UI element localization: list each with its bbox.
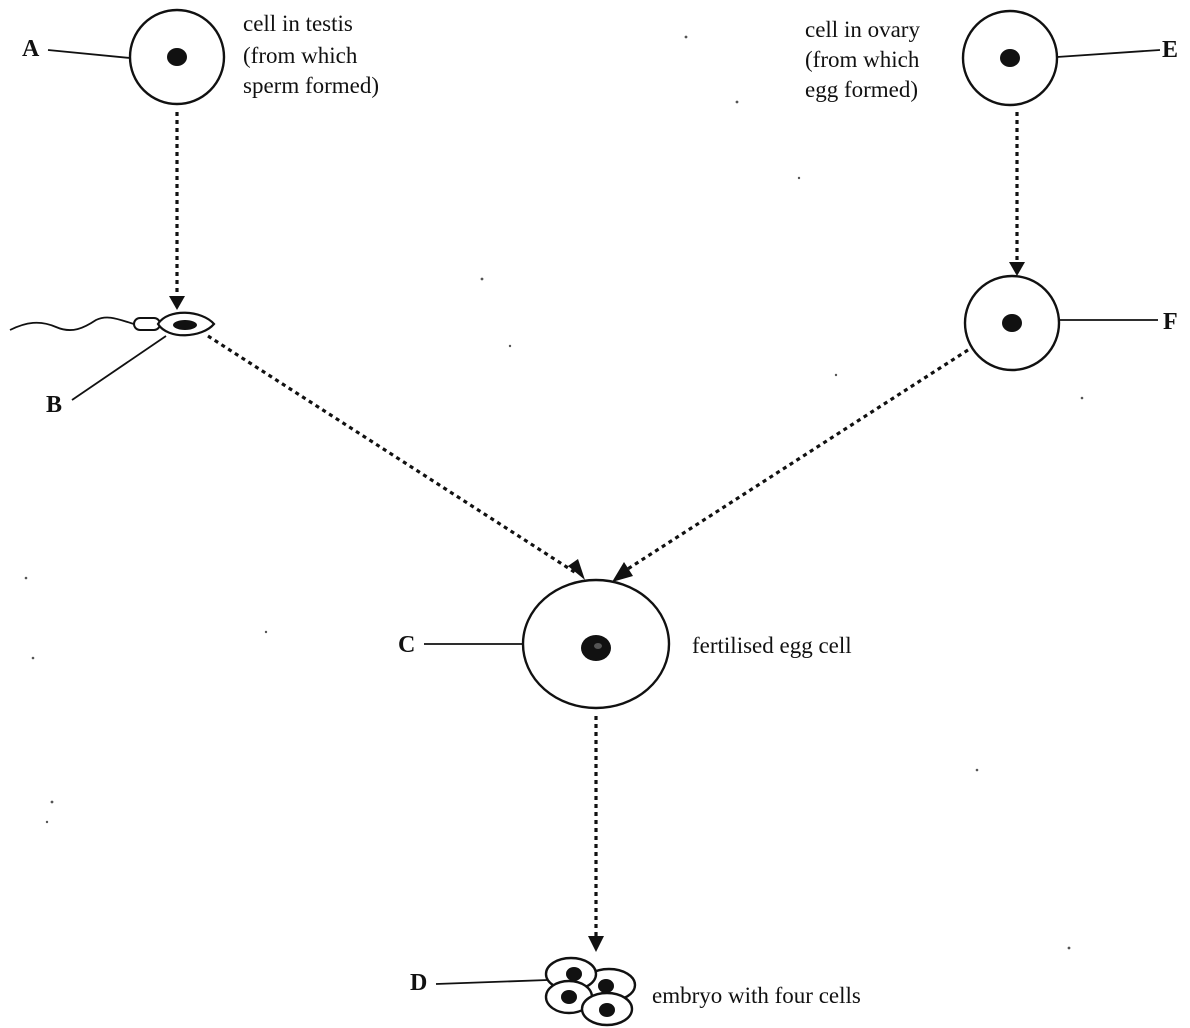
- fertilised-egg-cell: [521, 578, 671, 710]
- four-cell-embryo: [544, 956, 637, 1027]
- testis-cell-caption-line-3: sperm formed): [243, 73, 379, 98]
- arrow-a-to-b: [169, 112, 185, 310]
- arrow-f-to-c: [612, 348, 969, 582]
- testis-cell-caption-line-2: (from which: [243, 43, 358, 68]
- ovary-cell: [961, 9, 1059, 107]
- label-e-leader: [1056, 49, 1161, 58]
- sperm-cell: [9, 311, 216, 337]
- label-f: F: [1163, 309, 1178, 335]
- label-c: C: [398, 632, 415, 658]
- label-d-leader: [435, 979, 549, 985]
- arrow-b-to-c: [207, 334, 585, 580]
- label-a: A: [22, 36, 40, 62]
- fertilised-egg-caption: fertilised egg cell: [692, 633, 852, 658]
- arrow-e-to-f: [1009, 112, 1025, 276]
- label-d: D: [410, 970, 427, 996]
- scan-noise: [24, 35, 1084, 950]
- label-b-leader: [71, 335, 167, 401]
- label-e: E: [1162, 37, 1178, 63]
- egg-cell: [963, 274, 1061, 372]
- embryo-caption: embryo with four cells: [652, 983, 861, 1008]
- arrow-c-to-d: [588, 716, 604, 952]
- testis-cell: [128, 8, 226, 106]
- label-a-leader: [47, 49, 131, 59]
- ovary-cell-caption-line-1: cell in ovary: [805, 17, 920, 42]
- testis-cell-caption-line-1: cell in testis: [243, 11, 353, 36]
- label-b: B: [46, 392, 62, 418]
- ovary-cell-caption-line-2: (from which: [805, 47, 920, 72]
- ovary-cell-caption-line-3: egg formed): [805, 77, 918, 102]
